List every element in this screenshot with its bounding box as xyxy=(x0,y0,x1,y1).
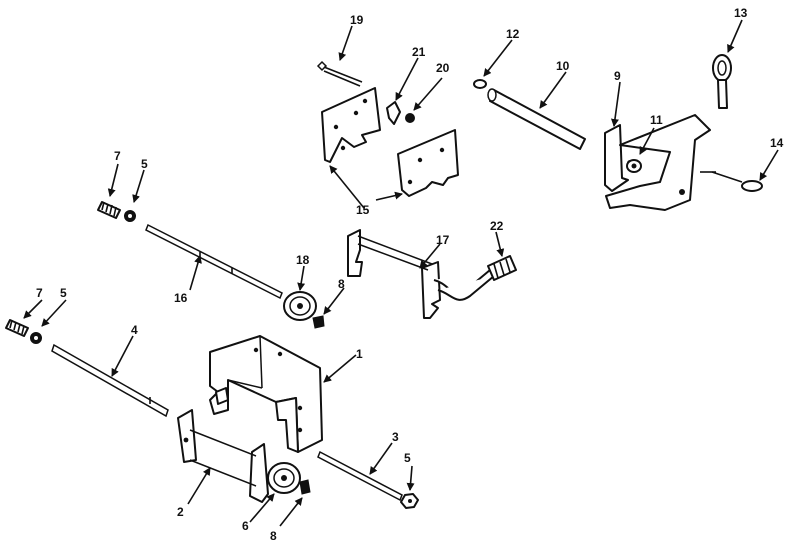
callout-14: 14 xyxy=(770,136,784,150)
lever-bracket-17 xyxy=(347,229,495,319)
callout-4: 4 xyxy=(131,323,138,337)
callout-22: 22 xyxy=(490,219,504,233)
leader-lines xyxy=(23,19,779,527)
rod-16 xyxy=(145,223,283,300)
mounting-plate-upper xyxy=(321,87,381,163)
callout-7-upper: 7 xyxy=(114,149,121,163)
callout-7-lower: 7 xyxy=(36,286,43,300)
rod-3 xyxy=(317,450,403,502)
set-screw-8-lower xyxy=(299,479,311,495)
callout-17: 17 xyxy=(436,233,450,247)
eye-bolt-13 xyxy=(712,54,732,109)
washer-5-left xyxy=(30,332,42,344)
callout-6: 6 xyxy=(242,519,249,533)
callout-11: 11 xyxy=(650,113,663,127)
callout-8-lower: 8 xyxy=(270,529,277,543)
set-screw-8-upper xyxy=(312,315,325,329)
clip-21 xyxy=(386,101,401,125)
hitch-pin-14 xyxy=(711,171,763,192)
pulley-6 xyxy=(267,462,301,494)
callout-5-upper: 5 xyxy=(141,157,148,171)
shaft-10 xyxy=(487,88,586,150)
callout-5-left: 5 xyxy=(60,286,67,300)
callout-1: 1 xyxy=(356,347,363,361)
mounting-plate-lower xyxy=(397,129,459,197)
u-bracket-1 xyxy=(209,335,323,453)
latch-bracket-9 xyxy=(604,114,711,211)
callout-12: 12 xyxy=(506,27,520,41)
handle-grip-22 xyxy=(487,255,517,281)
bushing-11 xyxy=(626,159,642,173)
nut-5-lower xyxy=(400,493,419,509)
callout-10: 10 xyxy=(556,59,570,73)
callout-8-upper: 8 xyxy=(338,277,345,291)
washer-5-upper xyxy=(124,210,136,222)
spring-7-upper xyxy=(97,201,121,219)
callout-labels: 1 2 3 4 5 5 5 6 7 7 8 8 9 10 11 12 13 14… xyxy=(36,6,784,543)
rod-4 xyxy=(51,343,169,418)
callout-5-lower: 5 xyxy=(404,451,411,465)
callout-3: 3 xyxy=(392,430,399,444)
callout-19: 19 xyxy=(350,13,364,27)
callout-9: 9 xyxy=(614,69,621,83)
callout-18: 18 xyxy=(296,253,310,267)
pulley-18 xyxy=(283,291,317,321)
callout-16: 16 xyxy=(174,291,188,305)
callout-15-left: 15 xyxy=(356,203,370,217)
callout-13: 13 xyxy=(734,6,748,20)
callout-21: 21 xyxy=(412,45,426,59)
spring-7-lower xyxy=(5,319,29,337)
lever-bracket-2 xyxy=(177,409,269,503)
nut-20 xyxy=(405,113,415,123)
bolt-19 xyxy=(316,60,363,87)
washer-12 xyxy=(473,79,487,89)
callout-2: 2 xyxy=(177,505,184,519)
callout-20: 20 xyxy=(436,61,450,75)
